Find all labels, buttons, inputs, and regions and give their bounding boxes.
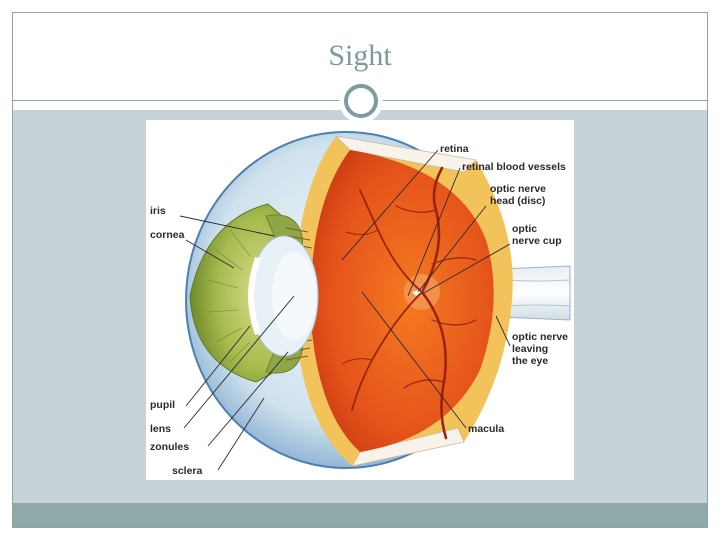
slide-title: Sight [13, 39, 707, 73]
label-lens: lens [150, 423, 171, 435]
label-cornea: cornea [150, 229, 185, 241]
label-zonules: zonules [150, 441, 189, 453]
label-optic-nerve-head-line1: optic nerve [490, 183, 546, 195]
divider-ring-icon [344, 84, 378, 118]
label-optic-nerve-head-line2: head (disc) [490, 195, 545, 207]
label-sclera: sclera [172, 465, 203, 477]
footer-bar [13, 503, 707, 527]
label-optic-nerve-leaving-line2: leaving [512, 343, 548, 355]
label-optic-nerve-cup-line2: nerve cup [512, 235, 562, 247]
label-macula: macula [468, 423, 504, 435]
label-pupil: pupil [150, 399, 175, 411]
slide: Sight [12, 12, 708, 528]
label-optic-nerve-cup-line1: optic [512, 223, 537, 235]
label-retinal-blood-vessels: retinal blood vessels [462, 161, 566, 173]
eye-diagram-svg: retina retinal blood vessels optic nerve… [146, 120, 574, 480]
label-optic-nerve-leaving-line1: optic nerve [512, 331, 568, 343]
eye-diagram: retina retinal blood vessels optic nerve… [146, 120, 574, 480]
label-optic-nerve-leaving-line3: the eye [512, 355, 548, 367]
label-retina: retina [440, 143, 469, 155]
label-iris: iris [150, 205, 166, 217]
